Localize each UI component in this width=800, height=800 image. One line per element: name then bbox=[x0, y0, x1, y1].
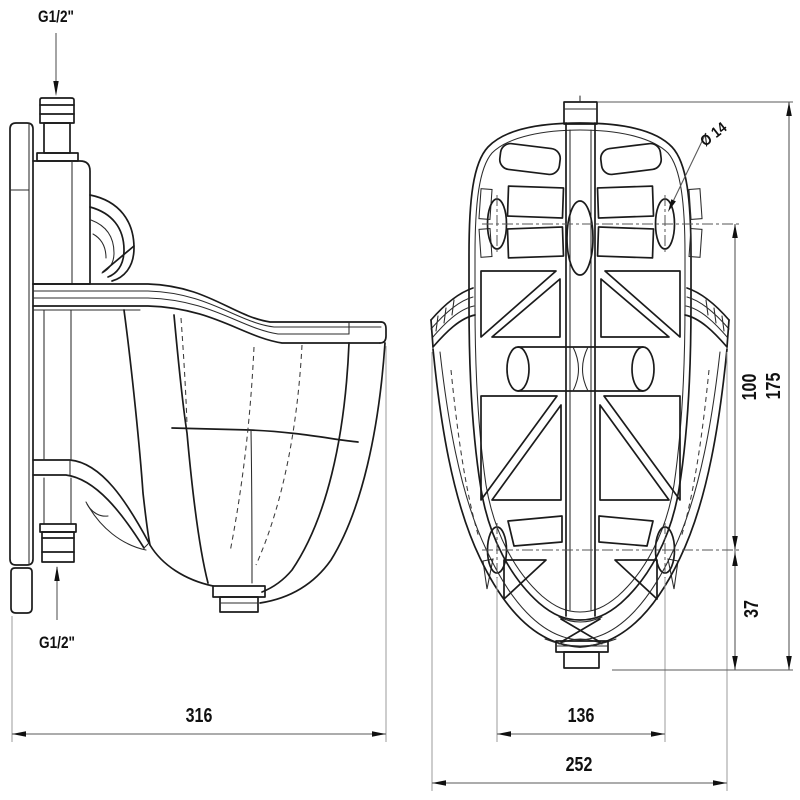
drain-plug-side bbox=[212, 585, 266, 613]
inlet-thread-label: G1/2" bbox=[38, 7, 74, 26]
bowl-rim-side bbox=[32, 283, 387, 344]
dim-37-label: 37 bbox=[741, 600, 763, 618]
drain-plug-rear bbox=[555, 640, 609, 669]
dim-175-label: 175 bbox=[763, 372, 785, 400]
bowl-rear bbox=[430, 287, 730, 648]
pipe-stub-rear bbox=[563, 95, 598, 125]
dim-252-label: 252 bbox=[565, 754, 593, 776]
rib-cutouts bbox=[478, 142, 703, 645]
leader-lines-side bbox=[53, 33, 60, 620]
inlet-fitting bbox=[36, 97, 79, 162]
dim-100-label: 100 bbox=[739, 373, 761, 401]
dim-136-label: 136 bbox=[567, 705, 595, 727]
drain-thread-label: G1/2" bbox=[39, 633, 75, 652]
drain-fitting bbox=[32, 309, 150, 563]
rear-view bbox=[430, 95, 730, 669]
bowl-side bbox=[85, 309, 386, 604]
mounting-holes bbox=[486, 198, 676, 574]
dim-316-label: 316 bbox=[185, 705, 213, 727]
tube-cylinder bbox=[506, 346, 655, 392]
valve-body bbox=[32, 160, 135, 285]
dimension-lines bbox=[11, 101, 793, 791]
side-view bbox=[9, 33, 387, 620]
mounting-plate-rear bbox=[468, 122, 692, 621]
hole-diameter-leader bbox=[668, 132, 707, 212]
mounting-plate-side bbox=[9, 122, 34, 614]
